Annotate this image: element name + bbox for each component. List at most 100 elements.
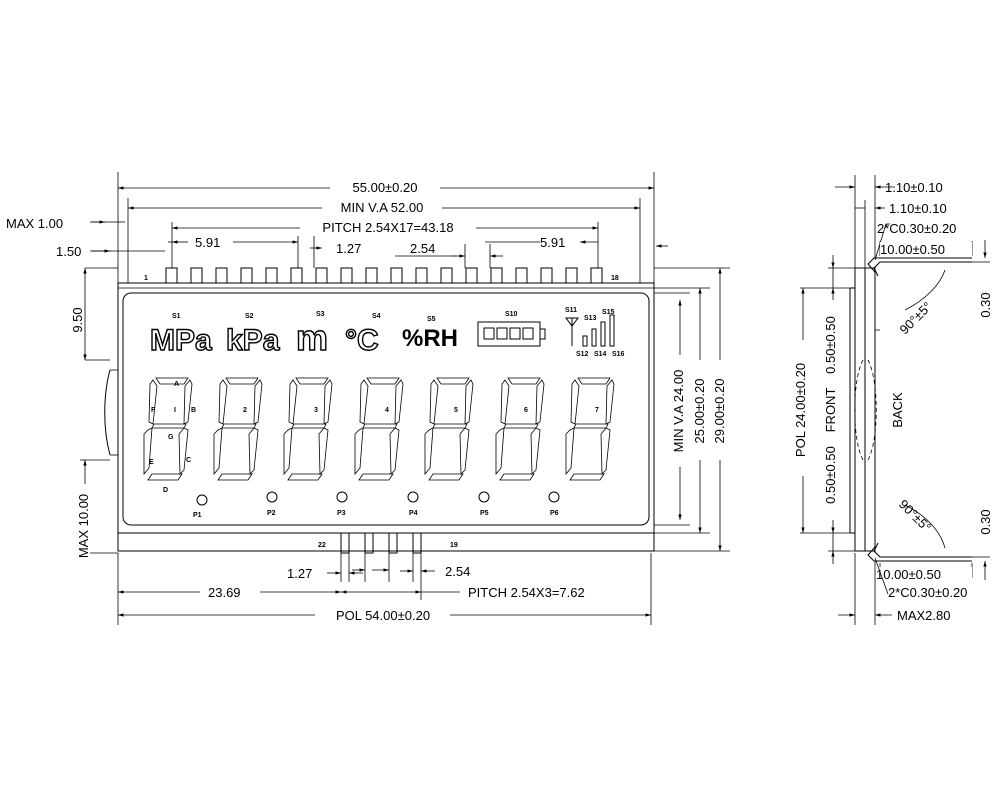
dim-side-t1: 1.10±0.10 xyxy=(885,180,943,195)
top-pin xyxy=(165,267,178,284)
dim-side-angle-top: 90°±5° xyxy=(897,299,935,337)
dim-max-top: MAX 1.00 xyxy=(6,216,63,231)
digit-label-3: 3 xyxy=(314,407,318,414)
dim-side-len-top: 10.00±0.50 xyxy=(880,242,945,257)
segment-label-i: I xyxy=(174,407,176,414)
digit-label-4: 4 xyxy=(385,407,389,414)
dim-height-mid: 25.00±0.20 xyxy=(692,379,707,444)
symbol-s4: S4 xyxy=(372,313,381,320)
unit-mpa: MPa xyxy=(150,324,212,357)
symbol-s10: S10 xyxy=(505,311,518,318)
dim-bottom-left-offset: 23.69 xyxy=(208,585,241,600)
point-label-p6: P6 xyxy=(550,510,559,517)
digit-label-5: 5 xyxy=(454,407,458,414)
dim-va-height: MIN V.A 24.00 xyxy=(671,370,686,453)
digit-5 xyxy=(424,377,474,481)
side-pin-top xyxy=(867,257,972,273)
top-pin xyxy=(315,267,328,284)
pin-label-bottom-right: 19 xyxy=(450,542,458,549)
dim-pin-pitch: PITCH 2.54X17=43.18 xyxy=(322,220,453,235)
symbol-s3: S3 xyxy=(316,311,325,318)
top-pin xyxy=(215,267,228,284)
symbol-s16: S16 xyxy=(612,351,625,358)
dim-side-gap-bottom: 0.30 xyxy=(978,509,993,534)
symbol-s2: S2 xyxy=(245,313,254,320)
digit-2 xyxy=(213,377,263,481)
top-pin xyxy=(490,267,503,284)
segment-label-b: B xyxy=(191,407,196,414)
top-pin xyxy=(465,267,478,284)
segment-label-c: C xyxy=(186,457,191,464)
top-pin xyxy=(290,267,303,284)
dim-bottom-height: MAX 10.00 xyxy=(76,494,91,558)
unit-m: m xyxy=(296,317,328,358)
digit-4 xyxy=(354,377,404,481)
dim-overall-width: 55.00±0.20 xyxy=(353,180,418,195)
side-back-label: BACK xyxy=(890,392,905,428)
signal-strength-icon xyxy=(565,314,615,347)
point-label-p4: P4 xyxy=(409,510,418,517)
point-label-p1: P1 xyxy=(193,512,202,519)
top-pins xyxy=(165,267,603,284)
symbol-s13: S13 xyxy=(584,315,597,322)
segment-label-e: E xyxy=(149,459,154,466)
symbol-s12: S12 xyxy=(576,351,589,358)
dim-side-front-offset: 0.50±0.50 xyxy=(823,316,838,374)
dim-va-width: MIN V.A 52.00 xyxy=(341,200,424,215)
dim-side-max-thickness: MAX2.80 xyxy=(897,608,950,623)
top-pin xyxy=(565,267,578,284)
dim-top-offset: 1.50 xyxy=(56,244,81,259)
top-pin xyxy=(440,267,453,284)
digit-label-7: 7 xyxy=(595,407,599,414)
top-pin xyxy=(540,267,553,284)
segment-label-f: F xyxy=(151,407,156,414)
dim-side-t2: 1.10±0.10 xyxy=(889,201,947,216)
symbol-s5: S5 xyxy=(427,316,436,323)
segment-label-a: A xyxy=(174,381,179,388)
top-pin xyxy=(415,267,428,284)
dim-side-len-bottom: 10.00±0.50 xyxy=(876,567,941,582)
lcd-glass-bottom-edge xyxy=(117,532,655,552)
battery-icon xyxy=(477,321,546,347)
digit-7 xyxy=(565,377,615,481)
point-label-p2: P2 xyxy=(267,510,276,517)
top-pin xyxy=(590,267,603,284)
bottom-pins xyxy=(340,532,422,554)
dim-side-front-offset2: 0.50±0.50 xyxy=(823,446,838,504)
side-pin-bottom xyxy=(867,546,972,562)
symbol-s11: S11 xyxy=(565,307,577,314)
front-view: 1 18 22 19 MPa kPa m °C %RH S1 S2 S3 S4 … xyxy=(6,172,730,625)
segment-label-d: D xyxy=(163,487,168,494)
left-edge-bulge xyxy=(104,369,111,456)
digit-label-2: 2 xyxy=(243,407,247,414)
unit-rh: %RH xyxy=(402,325,458,352)
top-pin xyxy=(365,267,378,284)
side-front-label: FRONT xyxy=(823,388,838,433)
symbol-s15: S15 xyxy=(602,309,615,316)
dim-height-total: 29.00±0.20 xyxy=(712,379,727,444)
top-pin xyxy=(390,267,403,284)
dim-side-chamfer-bottom: 2*C0.30±0.20 xyxy=(888,585,967,600)
dim-pin-spacing: 2.54 xyxy=(410,241,435,256)
digit-6 xyxy=(495,377,545,481)
unit-degc: °C xyxy=(345,324,379,357)
segment-label-g: G xyxy=(168,434,174,441)
decimal-points xyxy=(196,491,560,506)
dim-side-chamfer-top: 2*C0.30±0.20 xyxy=(877,221,956,236)
top-pin xyxy=(265,267,278,284)
side-view: 1.10±0.10 1.10±0.10 2*C0.30±0.20 10.00±0… xyxy=(793,175,993,625)
unit-kpa: kPa xyxy=(226,324,280,357)
pin-label-first: 1 xyxy=(144,275,148,282)
polarizer-frame xyxy=(122,292,650,526)
dim-side-pol-height: POL 24.00±0.20 xyxy=(793,363,808,457)
dim-bottom-pin-spacing: 2.54 xyxy=(445,564,470,579)
side-glass-back xyxy=(864,267,876,552)
digit-label-6: 6 xyxy=(524,407,528,414)
symbol-s14: S14 xyxy=(594,351,607,358)
pin-label-bottom-left: 22 xyxy=(318,542,326,549)
dim-pin-offset-right: 5.91 xyxy=(540,235,565,250)
top-pin xyxy=(515,267,528,284)
top-pin xyxy=(190,267,203,284)
side-glass-front xyxy=(854,267,866,552)
